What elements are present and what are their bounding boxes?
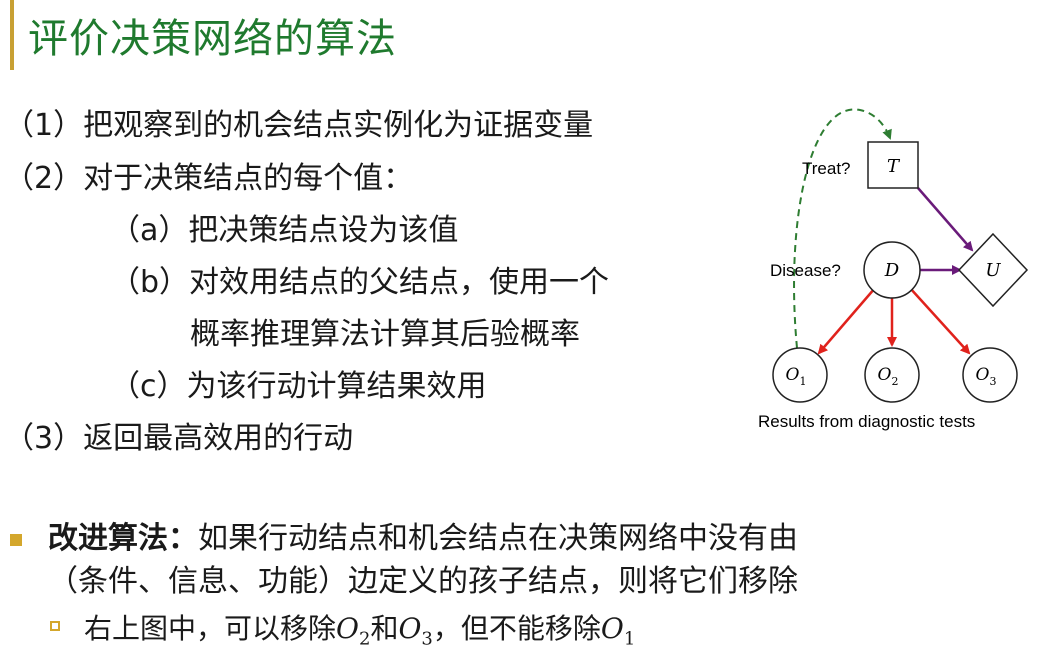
step-1: （1）把观察到的机会结点实例化为证据变量 bbox=[4, 108, 594, 143]
t-node-label: T bbox=[887, 156, 901, 177]
example-but: ，但不能移除 bbox=[432, 612, 601, 645]
o1-symbol: O1 bbox=[600, 612, 636, 650]
diagram-caption: Results from diagnostic tests bbox=[758, 412, 975, 431]
title-accent-bar bbox=[10, 0, 14, 70]
chance-node-o3 bbox=[962, 347, 1018, 403]
improvement-example: 右上图中，可以移除O2和O3，但不能移除O1 bbox=[84, 610, 635, 659]
information-arc bbox=[793, 108, 892, 349]
chance-node-o2 bbox=[864, 347, 920, 403]
d-node-label: D bbox=[884, 260, 900, 281]
improvement-line2: （条件、信息、功能）边定义的孩子结点，则将它们移除 bbox=[48, 564, 798, 599]
example-prefix: 右上图中，可以移除 bbox=[84, 612, 337, 645]
o1-node-label: O1 bbox=[786, 365, 807, 388]
decision-network-diagram: T Treat? D Disease? U O1 O2 O3 Results f… bbox=[758, 108, 1029, 431]
page-title: 评价决策网络的算法 bbox=[28, 16, 397, 62]
chance-node-o1 bbox=[772, 347, 828, 403]
arc-d-to-o1 bbox=[817, 287, 876, 355]
improvement-label: 改进算法： bbox=[48, 521, 198, 556]
step-2: （2）对于决策结点的每个值： bbox=[4, 161, 414, 196]
step-2b-line1: （b）对效用结点的父结点，使用一个 bbox=[110, 265, 610, 300]
arc-t-to-u bbox=[917, 187, 974, 252]
improvement-text-1: 如果行动结点和机会结点在决策网络中没有由 bbox=[198, 521, 798, 556]
o2-node-label: O2 bbox=[878, 365, 899, 388]
example-and: 和 bbox=[370, 612, 399, 645]
chance-node-d bbox=[863, 241, 921, 299]
decision-node-t bbox=[867, 141, 919, 189]
o2-symbol: O2 bbox=[336, 612, 371, 650]
step-2a: （a）把决策结点设为该值 bbox=[110, 213, 459, 248]
improvement-line1: 改进算法：如果行动结点和机会结点在决策网络中没有由 bbox=[48, 520, 798, 558]
arc-d-to-o3 bbox=[909, 287, 971, 355]
step-2c: （c）为该行动计算结果效用 bbox=[110, 369, 487, 404]
u-node-label: U bbox=[985, 260, 1001, 281]
disease-label: Disease? bbox=[770, 261, 841, 280]
o3-node-label: O3 bbox=[976, 365, 997, 388]
o3-symbol: O3 bbox=[398, 612, 433, 650]
treat-label: Treat? bbox=[802, 159, 851, 178]
bullet-square-icon bbox=[10, 534, 22, 546]
hollow-square-bullet-icon bbox=[50, 621, 60, 631]
utility-node-u bbox=[957, 232, 1029, 308]
step-3: （3）返回最高效用的行动 bbox=[4, 421, 354, 456]
step-2b-line2: 概率推理算法计算其后验概率 bbox=[190, 317, 580, 352]
